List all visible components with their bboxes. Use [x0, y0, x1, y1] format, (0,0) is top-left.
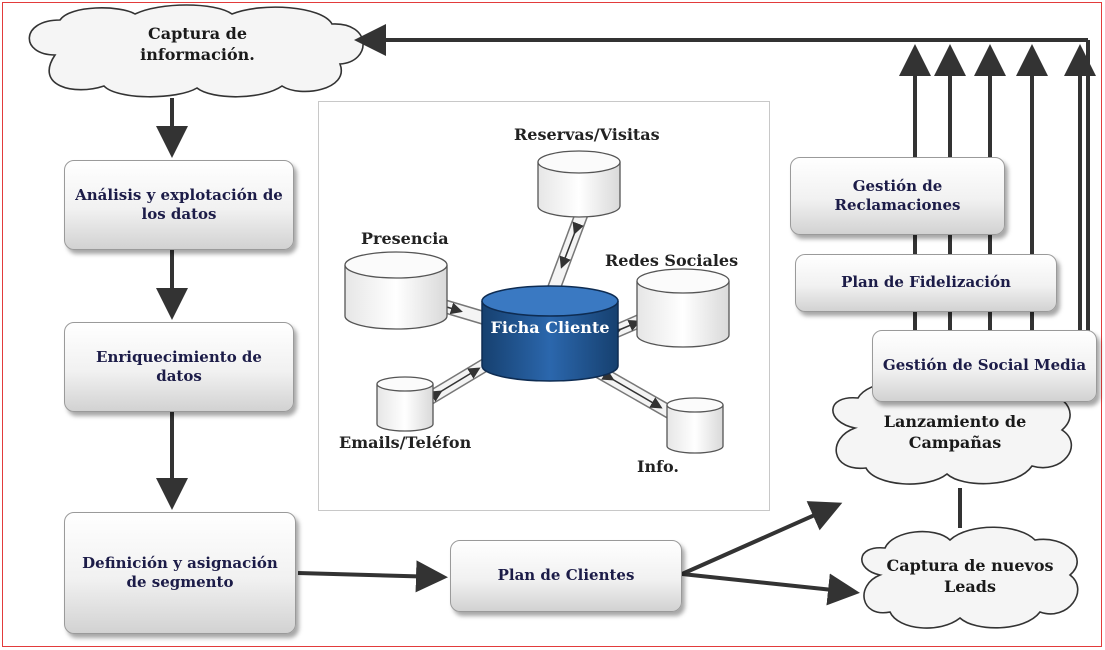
db-label-reservas: Reservas/Visitas	[514, 125, 660, 144]
db-reservas-icon	[537, 150, 621, 218]
db-label-emails: Emails/Teléfon	[339, 433, 472, 452]
enrichment-box: Enriquecimiento de datos	[64, 322, 294, 412]
pipe-reservas	[544, 210, 589, 299]
db-label-presencia: Presencia	[361, 229, 449, 248]
social-box: Gestión de Social Media	[872, 330, 1097, 402]
db-emails-icon	[376, 376, 434, 432]
analysis-box: Análisis y explotación de los datos	[64, 160, 294, 250]
client-plan-box: Plan de Clientes	[450, 540, 682, 612]
db-label-redes: Redes Sociales	[605, 251, 739, 270]
db-info-icon	[666, 397, 724, 454]
db-redes-icon	[636, 268, 730, 348]
cloud-capture-info-label: Captura de información.	[140, 24, 255, 64]
arrow-plan-to-campaigns	[681, 501, 843, 576]
db-presencia-icon	[344, 251, 448, 330]
db-center-label: Ficha Cliente	[490, 318, 610, 337]
cloud-leads-shape	[861, 526, 1079, 629]
complaints-box: Gestión de Reclamaciones	[790, 157, 1005, 235]
cloud-campaigns-label: Lanzamiento de Campañas	[883, 412, 1027, 452]
db-ficha-cliente-icon	[481, 285, 619, 382]
pipe-info	[592, 363, 684, 425]
arrow-segment-to-plan	[297, 560, 448, 593]
loyalty-box: Plan de Fidelización	[795, 254, 1057, 312]
arrow-plan-to-leads	[681, 572, 860, 606]
cloud-leads-label: Captura de nuevos Leads	[886, 556, 1054, 596]
segment-box: Definición y asignación de segmento	[64, 512, 296, 634]
db-label-info: Info.	[637, 457, 679, 476]
